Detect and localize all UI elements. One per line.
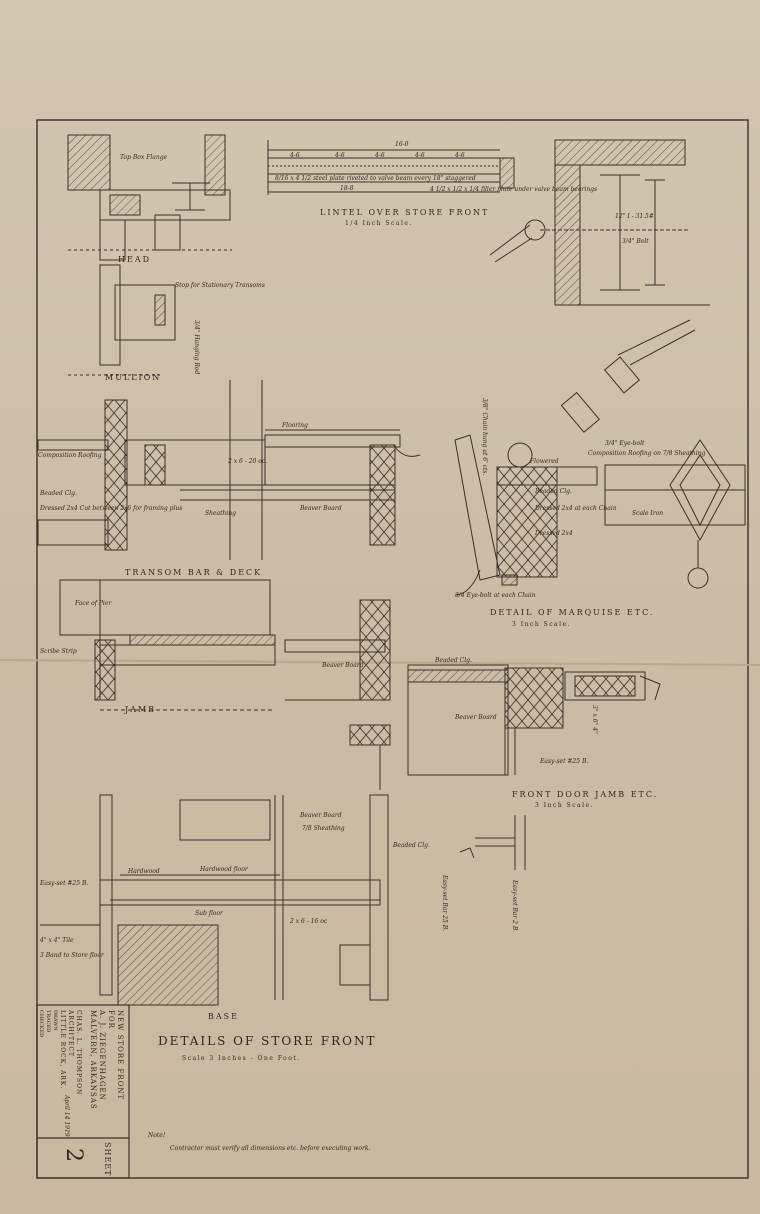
- title-block-date: April 14 1919: [63, 1095, 70, 1137]
- beam-label-a: 12" I - 31.5#: [615, 213, 654, 220]
- door-size: 3" x 6" 4": [591, 705, 598, 734]
- base-title: BASE: [208, 1012, 239, 1021]
- marquise-beaded: Beaded Clg.: [535, 488, 572, 495]
- main-scale: Scale 3 Inches - One Foot.: [182, 1055, 301, 1062]
- project-line: NEW STORE FRONT: [116, 1010, 124, 1101]
- marquise-eye: 3/4 Eye-bolt at each Chain: [455, 592, 536, 599]
- transom-detail: [37, 380, 421, 560]
- transom-beaded: Beaded Clg.: [40, 490, 77, 497]
- jamb-beaver: Beaver Board: [322, 662, 364, 669]
- project-line: A. J. ZIEGENHAGEN: [98, 1010, 106, 1101]
- marquise-dressed-2: Dressed 2x4: [535, 530, 573, 537]
- door-easy: Easy-set #25 B.: [540, 758, 589, 765]
- lintel-title: LINTEL OVER STORE FRONT: [320, 208, 490, 217]
- base-easy-3: Easy-set Bar 2 B.: [511, 880, 518, 933]
- jamb-face: Face of Pier: [75, 600, 112, 607]
- base-2x6: 2 x 6 - 16 oc: [290, 918, 328, 925]
- project-line: MALVERN, ARKANSAS: [89, 1010, 97, 1110]
- architect-line: LITTLE ROCK, ARK.: [59, 1010, 66, 1090]
- transom-composition: Composition Roofing: [38, 452, 102, 459]
- lintel-dim-5: 4-6: [455, 152, 465, 159]
- base-beaver: Beaver Board: [300, 812, 342, 819]
- mullion-title: MULLION: [105, 373, 162, 382]
- lintel-scale: 1/4 Inch Scale.: [345, 220, 413, 227]
- marquise-detail: [454, 319, 746, 596]
- base-easy-2: Easy-set Bar 25 B.: [441, 875, 448, 932]
- marquise-eyebolt: 3/4" Eye-bolt: [605, 440, 645, 447]
- lintel-note-a: 8/16 x 4 1/2 steel plate riveted to valv…: [275, 175, 476, 182]
- title-block-architect: CHAS. L. THOMPSON ARCHITECT LITTLE ROCK,…: [58, 1010, 82, 1095]
- sheet-label: SHEET: [103, 1142, 112, 1177]
- role-line: CHECKED: [38, 1010, 44, 1038]
- marquise-dressed: Dressed 2x4 at each Chain: [535, 505, 617, 512]
- base-band: 3 Band to Store floor: [40, 952, 104, 959]
- transom-dressed: Dressed 2x4 Cut between 2x6 for framing …: [40, 505, 183, 512]
- architect-line: ARCHITECT: [67, 1010, 74, 1058]
- sheet-border: [36, 119, 749, 1179]
- base-tile: 4" x 4" Tile: [40, 937, 74, 944]
- marquise-chain: 3/8" Chain hung at 6' cts.: [481, 398, 488, 476]
- transom-flooring: Flooring: [282, 422, 308, 429]
- role-line: TRACED: [45, 1010, 51, 1033]
- beam-label-b: 3/4" Bolt: [622, 238, 649, 245]
- sheet-number: 2: [61, 1148, 86, 1162]
- head-label-rod: 3/4" Hanging Rod: [193, 320, 200, 375]
- project-line: FOR: [107, 1010, 115, 1029]
- door-beaver: Beaver Board: [455, 714, 497, 721]
- head-label-stop: Stop for Stationary Transoms: [175, 282, 265, 289]
- base-sheathing: 7/8 Sheathing: [302, 825, 345, 832]
- door-stop-detail: [459, 815, 526, 870]
- transom-sheathing: Sheathing: [205, 510, 237, 517]
- title-block-roles: DRAWN TRACED CHECKED: [37, 1010, 58, 1037]
- base-hardwood-floor: Hardwood floor: [200, 866, 248, 873]
- door-title: FRONT DOOR JAMB ETC.: [512, 790, 659, 799]
- title-block-project: NEW STORE FRONT FOR A. J. ZIEGENHAGEN MA…: [88, 1010, 124, 1110]
- door-jamb-detail: [407, 664, 661, 776]
- lintel-note-b: 4 1/2 x 1/2 x 1/4 filler plate under val…: [430, 186, 598, 193]
- base-sub: Sub floor: [195, 910, 223, 917]
- ibeam-section: [489, 139, 710, 306]
- marquise-title: DETAIL OF MARQUISE ETC.: [490, 608, 655, 617]
- lintel-dim-4: 4-6: [415, 152, 425, 159]
- head-label-flange: Top Box Flange: [120, 154, 168, 161]
- marquise-flowered: Flowered: [530, 458, 559, 465]
- marquise-scale: 3 Inch Scale.: [512, 621, 572, 628]
- transom-title: TRANSOM BAR & DECK: [125, 568, 263, 577]
- note-heading: Note!: [148, 1132, 166, 1139]
- base-hardwood: Hardwood: [128, 868, 160, 875]
- lintel-dim-2: 4-6: [335, 152, 345, 159]
- base-detail: [40, 794, 389, 1006]
- marquise-scale-iron: Scale Iron: [632, 510, 664, 517]
- lintel-dim-overall: 16-0: [395, 141, 409, 148]
- title-block: [36, 1004, 130, 1179]
- jamb-detail: [59, 579, 391, 790]
- jamb-scribe: Scribe Strip: [40, 648, 77, 655]
- head-title: HEAD: [118, 255, 152, 264]
- lintel-elevation: [267, 140, 515, 195]
- lintel-dim-total: 18-8: [340, 185, 354, 192]
- main-title: DETAILS OF STORE FRONT: [158, 1034, 377, 1048]
- transom-2x6: 2 x 6 - 20 oc.: [228, 458, 268, 465]
- door-scale: 3 Inch Scale.: [535, 802, 595, 809]
- base-beaded: Beaded Clg.: [393, 842, 430, 849]
- lintel-dim-1: 4-6: [290, 152, 300, 159]
- door-beaded: Beaded Clg.: [435, 657, 472, 664]
- lintel-dim-3: 4-6: [375, 152, 385, 159]
- role-line: DRAWN: [52, 1010, 58, 1031]
- note-text: Contractor must verify all dimensions et…: [170, 1145, 371, 1152]
- marquise-composition: Composition Roofing on 7/8 Sheathing: [588, 450, 706, 457]
- head-detail: [67, 134, 232, 376]
- jamb-title: JAMB: [125, 705, 157, 714]
- base-easy: Easy-set #25 B.: [40, 880, 89, 887]
- architect-line: CHAS. L. THOMPSON: [75, 1010, 82, 1096]
- transom-beaver: Beaver Board: [300, 505, 342, 512]
